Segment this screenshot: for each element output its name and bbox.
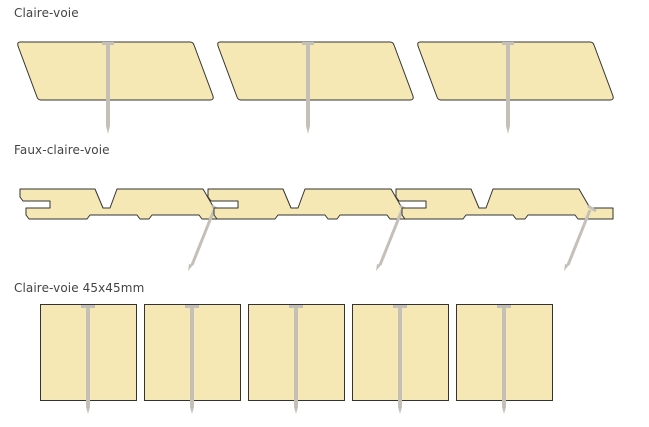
board [17, 41, 214, 134]
faux-claire-voie-row [19, 188, 614, 271]
nail-icon [497, 305, 511, 414]
section-label-claire-voie: Claire-voie [14, 6, 79, 20]
nail-icon [393, 305, 407, 414]
board [19, 188, 238, 271]
nail-icon [81, 305, 95, 414]
section-label-claire-voie-45x45: Claire-voie 45x45mm [14, 281, 145, 295]
board [395, 188, 614, 271]
board [207, 188, 426, 271]
board-profile [395, 188, 614, 220]
board-profile [217, 41, 414, 101]
board-profile [417, 41, 614, 101]
board [248, 304, 345, 414]
board [456, 304, 553, 414]
claire-voie-45x45-row [40, 304, 553, 414]
board [352, 304, 449, 414]
nail-icon [302, 42, 314, 134]
nail-icon [185, 305, 199, 414]
nail-icon [102, 42, 114, 134]
board-profile [17, 41, 214, 101]
board [217, 41, 414, 134]
board [417, 41, 614, 134]
section-label-faux-claire-voie: Faux-claire-voie [14, 143, 110, 157]
board-profile [19, 188, 238, 220]
board [40, 304, 137, 414]
nail-icon [564, 204, 597, 271]
nail-icon [502, 42, 514, 134]
board [144, 304, 241, 414]
claire-voie-row [17, 41, 614, 134]
nail-icon [289, 305, 303, 414]
board-profile [207, 188, 426, 220]
